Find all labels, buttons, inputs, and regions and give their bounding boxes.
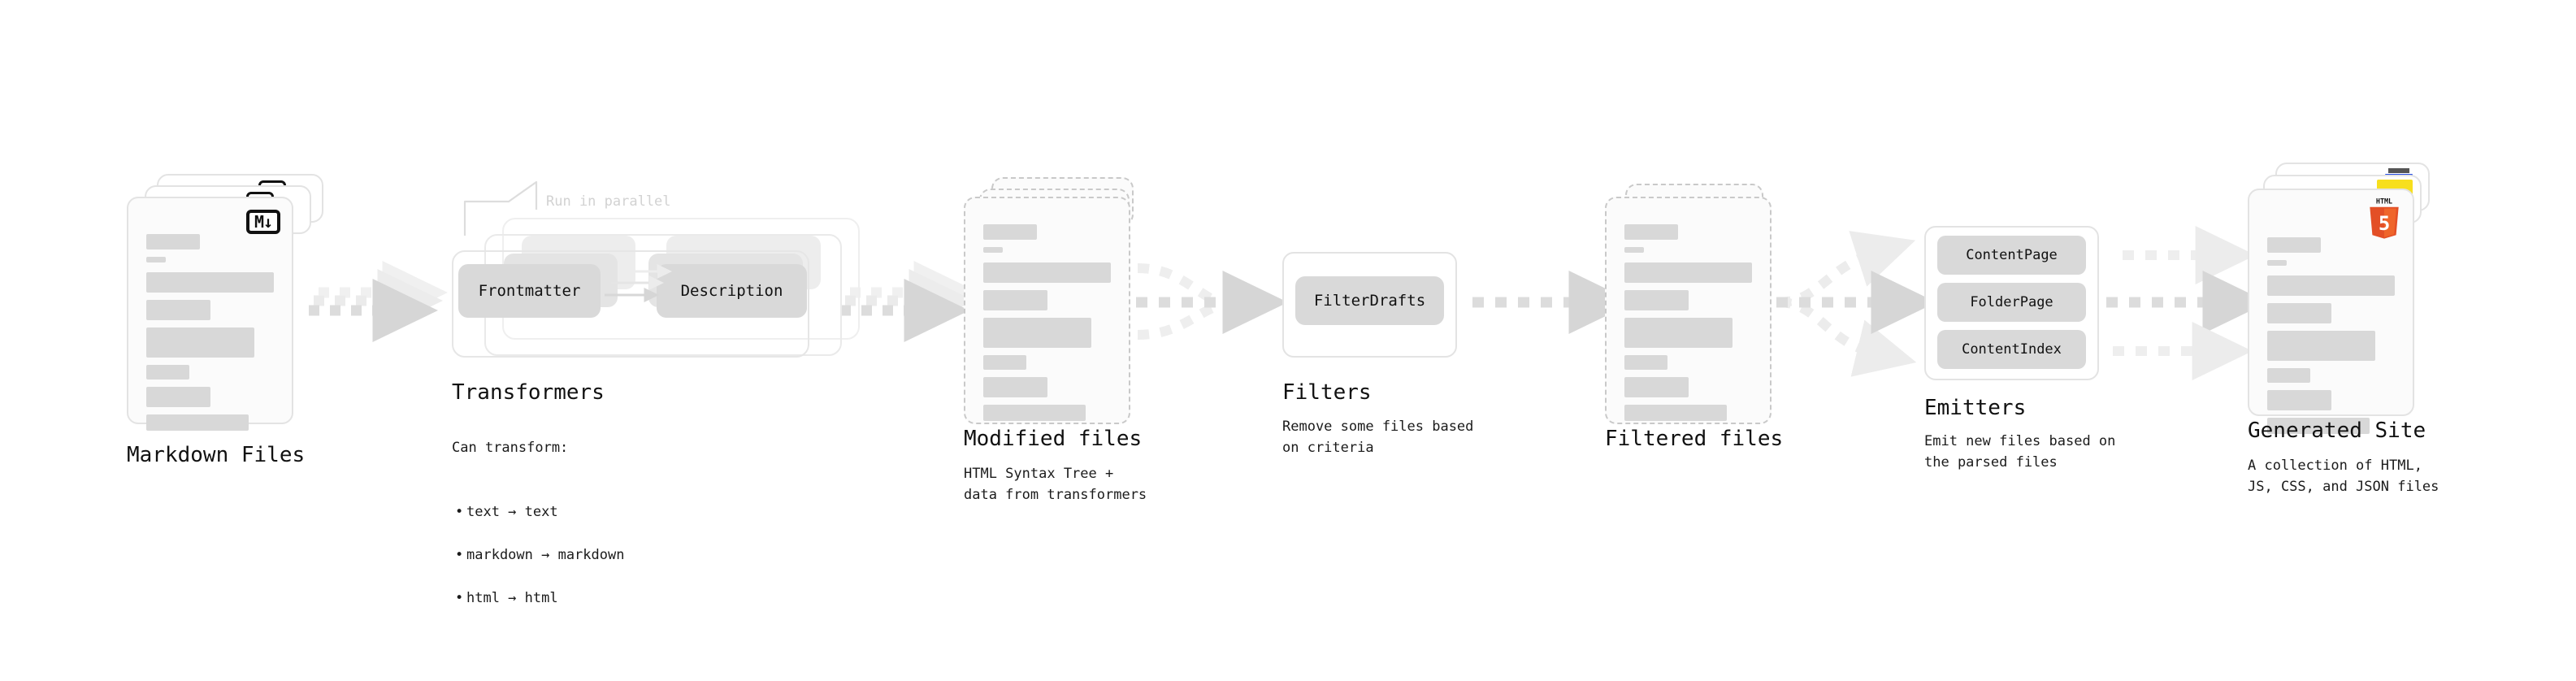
transformers-description-text: Can transform:: [452, 440, 569, 457]
filtered-card-front[interactable]: [1605, 197, 1772, 424]
filter-node-filterdrafts[interactable]: FilterDrafts: [1295, 276, 1444, 325]
transformers-description: Can transform: text → text markdown → ma…: [452, 416, 624, 652]
transformer-node-description[interactable]: Description: [657, 264, 807, 318]
transformers-label: Transformers: [452, 380, 605, 405]
emitter-node-contentindex[interactable]: ContentIndex: [1937, 330, 2086, 369]
skeleton-bars: [983, 224, 1111, 428]
modified-files-label: Modified files: [964, 427, 1143, 451]
transformer-node-frontmatter[interactable]: Frontmatter: [458, 264, 601, 318]
site-card-front[interactable]: HTML 5: [2248, 189, 2414, 434]
filters-label: Filters: [1282, 380, 1372, 405]
skeleton-bars: [146, 234, 274, 438]
run-in-parallel-label: Run in parallel: [546, 193, 671, 210]
emitter-node-folderpage[interactable]: FolderPage: [1937, 283, 2086, 322]
svg-text:5: 5: [2379, 212, 2390, 235]
skeleton-bars: [1624, 224, 1752, 428]
connector-markdown-to-transformers: [309, 261, 448, 342]
transformers-bullet-1: markdown → markdown: [452, 544, 624, 566]
generated-site-label: Generated Site: [2248, 419, 2426, 443]
skeleton-bars: [2267, 237, 2395, 441]
svg-text:HTML: HTML: [2376, 197, 2392, 205]
connector-modified-to-filters: [1136, 263, 1288, 340]
modified-card-front[interactable]: [964, 197, 1130, 424]
transformer-box-front[interactable]: [452, 250, 809, 358]
emitters-label: Emitters: [1924, 396, 2027, 420]
markdown-card-front[interactable]: M↓: [127, 197, 293, 431]
generated-site-description: A collection of HTML, JS, CSS, and JSON …: [2248, 458, 2439, 496]
transformers-bullet-2: html → html: [452, 588, 624, 609]
markdown-badge: M↓: [246, 210, 280, 234]
emitter-node-contentpage[interactable]: ContentPage: [1937, 236, 2086, 275]
markdown-files-label: Markdown Files: [127, 443, 306, 467]
filters-description: Remove some files based on criteria: [1282, 419, 1474, 457]
modified-files-description: HTML Syntax Tree + data from transformer…: [964, 466, 1147, 504]
connector-emitters-to-site: [2106, 226, 2268, 380]
emitters-description: Emit new files based on the parsed files: [1924, 433, 2116, 471]
connector-filtered-to-emitters: [1776, 231, 1936, 377]
transformers-bullets: text → text markdown → markdown html → h…: [452, 480, 624, 630]
html5-badge-icon: HTML 5: [2370, 197, 2399, 239]
transformers-bullet-0: text → text: [452, 501, 624, 523]
filtered-files-label: Filtered files: [1605, 427, 1784, 451]
